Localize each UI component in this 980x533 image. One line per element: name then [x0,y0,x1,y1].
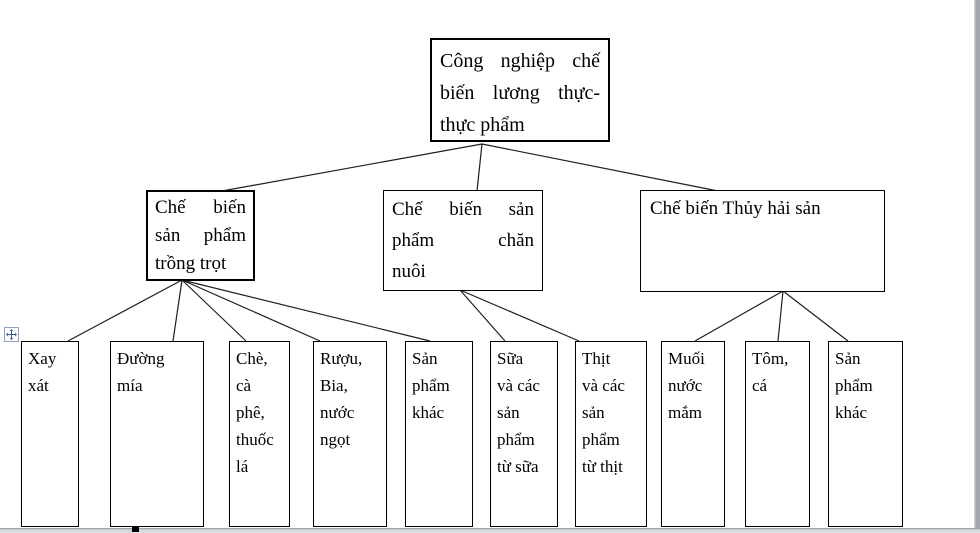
leaf-salt-fish-sauce[interactable]: Muối nước mắm [661,341,725,527]
leaf-sugarcane[interactable]: Đường mía [110,341,204,527]
box-text-line: và các [497,376,540,395]
box-text-line: mắm [668,403,702,422]
box-text-line: từ thịt [582,457,623,476]
box-text-line: và các [582,376,625,395]
box-text-line: từ sữa [497,457,539,476]
box-text-line: Công nghiệp chế [440,50,600,72]
box-text-line: Rượu, [320,349,363,368]
leaf-shrimp-fish[interactable]: Tôm, cá [745,341,810,527]
branch-crop-products[interactable]: Chế biến sản phẩm trồng trọt [146,190,255,281]
box-text-line: nước [668,376,703,395]
box-text-line: phẩm [497,430,535,449]
box-text-line: phẩm [412,376,450,395]
box-text-line: thực phẩm [440,114,525,136]
box-text-line: trồng trọt [155,253,227,274]
box-text-line: biến lương thực- [440,82,600,104]
box-text-line: lá [236,457,249,476]
box-text-line: phẩm chăn [392,230,534,251]
branch-seafood-processing[interactable]: Chế biến Thủy hải sản [640,190,885,292]
box-text-line: sản phẩm [155,225,246,246]
box-text-line: Muối [668,349,705,368]
box-text-line: Thịt [582,349,611,368]
box-text-line: Sữa [497,349,524,368]
box-text-line: sản [582,403,605,422]
branch-livestock-products[interactable]: Chế biến sản phẩm chăn nuôi [383,190,543,291]
box-text-line: Chè, [236,349,268,368]
leaf-alcohol-beer-softdrinks[interactable]: Rượu, Bia, nước ngọt [313,341,387,527]
box-text-line: ngọt [320,430,351,449]
box-text-line: phẩm [835,376,873,395]
box-text-line: nước [320,403,355,422]
box-text-line: phê, [236,403,265,422]
box-text-line: Bia, [320,376,348,395]
bottom-page-band [0,528,980,533]
box-text-line: khác [835,403,868,422]
leaf-meat-products[interactable]: Thịt và các sản phẩm từ thịt [575,341,647,527]
box-text-line: Sản [412,349,438,368]
four-way-arrow-icon [6,329,17,340]
leaf-tea-coffee-tobacco[interactable]: Chè, cà phê, thuốc lá [229,341,290,527]
move-object-handle[interactable] [4,327,19,342]
box-text-line: Chế biến [155,197,246,218]
box-text-line: Sản [835,349,861,368]
box-text-line: Chế biến sản [392,199,534,220]
box-text-line: Xay [28,349,57,368]
box-text-line: xát [28,376,49,395]
leaf-milk-products[interactable]: Sữa và các sản phẩm từ sữa [490,341,558,527]
box-text-line: Đường [117,349,165,368]
box-text-line: sản [497,403,520,422]
box-text-line: phẩm [582,430,620,449]
box-text-line: nuôi [392,261,426,282]
box-text-line: cá [752,376,768,395]
box-text-line: thuốc [236,430,274,449]
box-text-line: Tôm, [752,349,789,368]
object-anchor-handle[interactable] [132,526,139,532]
root-box-food-processing-industry[interactable]: Công nghiệp chế biến lương thực-thực phẩm [430,38,610,142]
leaf-other-crop-products[interactable]: Sản phẩm khác [405,341,473,527]
box-text-line: Chế biến Thủy hải sản [650,198,821,219]
leaf-other-seafood-products[interactable]: Sản phẩm khác [828,341,903,527]
page-edge-strip [974,0,980,528]
box-text-line: mía [117,376,143,395]
box-text-line: cà [236,376,252,395]
box-text-line: khác [412,403,445,422]
leaf-rice-milling[interactable]: Xay xát [21,341,79,527]
